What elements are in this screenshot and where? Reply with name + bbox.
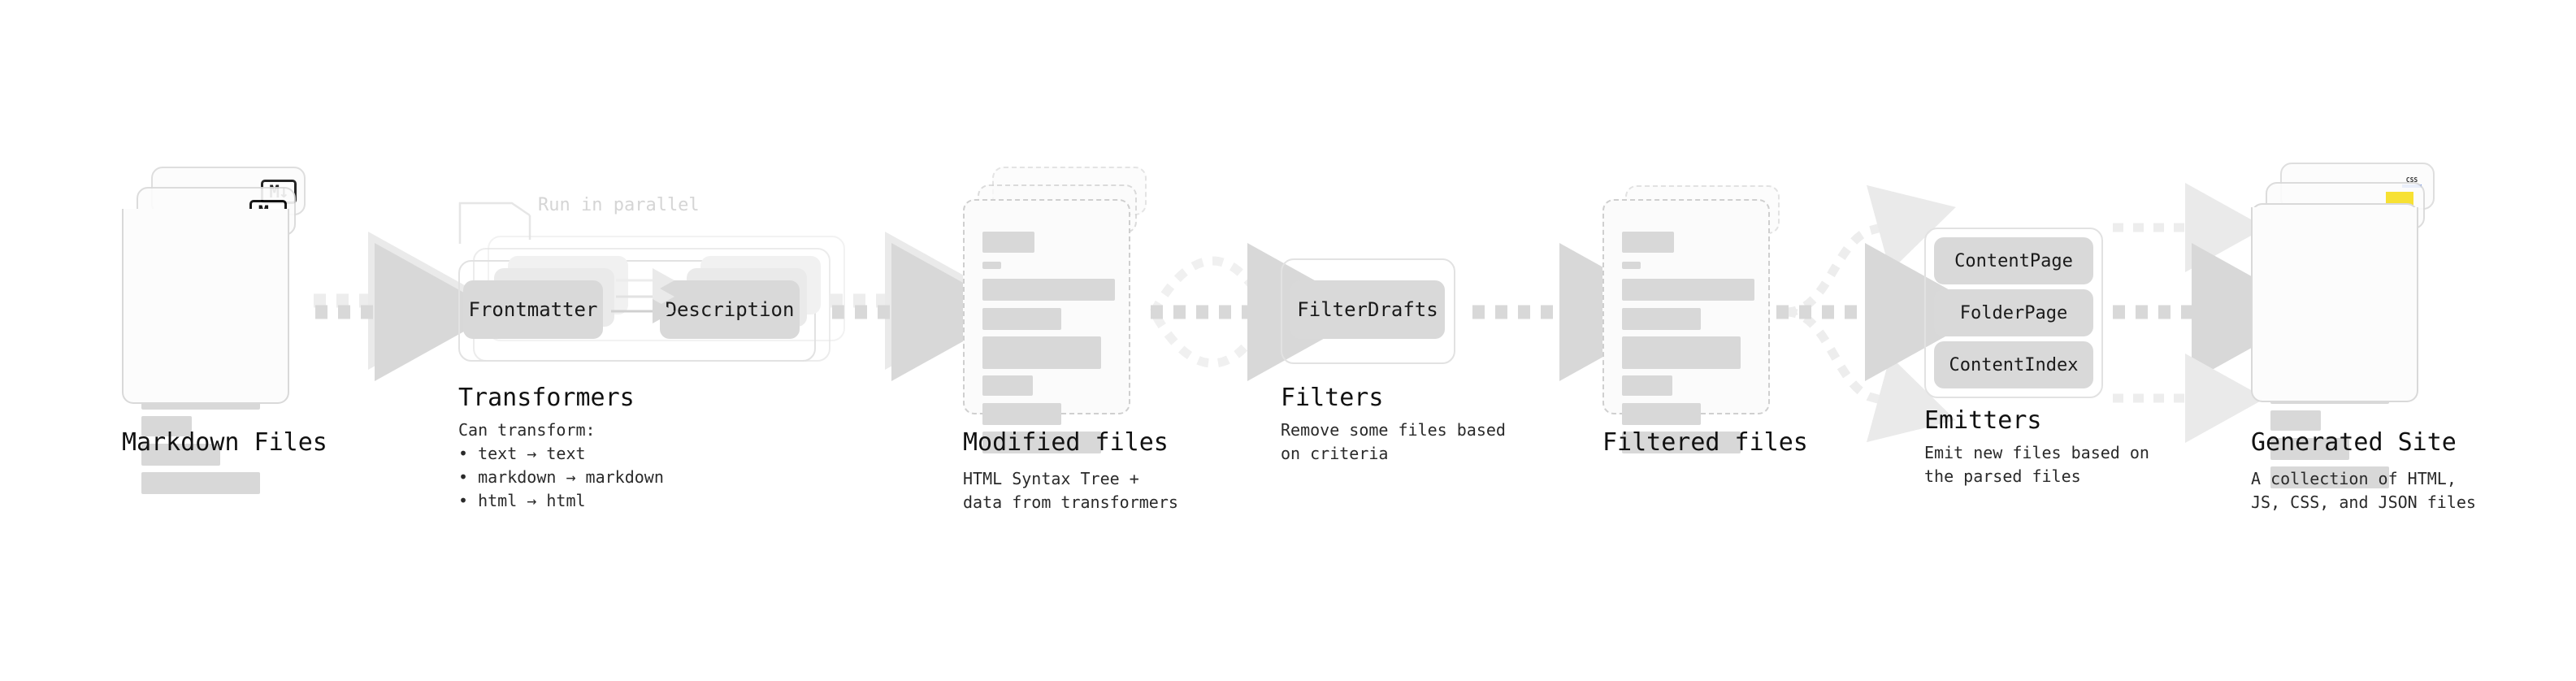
markdown-file-card-front-body [122, 209, 289, 404]
generated-site-subtitle: A collection of HTML, JS, CSS, and JSON … [2251, 469, 2476, 512]
transformers-title: Transformers [458, 384, 635, 412]
arrow-modified-to-filters [1150, 243, 1372, 381]
skeleton-line [982, 403, 1061, 425]
generated-site-title: Generated Site [2251, 428, 2457, 457]
transformers-subtitle: Can transform: • text → text • markdown … [458, 420, 664, 510]
skeleton-line [982, 336, 1101, 369]
svg-text:CSS: CSS [2406, 176, 2418, 184]
arrow-filtered-to-emitters [1776, 184, 1989, 443]
skeleton-line [1622, 279, 1754, 301]
emitter-pill-folderpage[interactable]: FolderPage [1934, 289, 2093, 336]
emitter-pill-contentindex[interactable]: ContentIndex [1934, 341, 2093, 388]
skeleton-line [982, 279, 1115, 301]
modified-files-title: Modified files [963, 428, 1169, 457]
modified-files-subtitle: HTML Syntax Tree + data from transformer… [963, 469, 1178, 512]
markdown-files-title: Markdown Files [122, 428, 327, 457]
skeleton-line [1622, 375, 1672, 396]
skeleton-line [1622, 403, 1701, 425]
skeleton-line [141, 472, 260, 494]
run-in-parallel-note: Run in parallel [538, 195, 700, 215]
filters-box [1281, 258, 1455, 364]
filters-subtitle: Remove some files based on criteria [1281, 420, 1506, 463]
skeleton-title [982, 232, 1034, 253]
skeleton-line [2270, 410, 2321, 431]
emitters-box [1924, 228, 2103, 398]
filtered-files-title: Filtered files [1602, 428, 1808, 457]
filters-title: Filters [1281, 384, 1384, 412]
skeleton-line [1622, 432, 1741, 453]
skeleton-line [141, 444, 220, 466]
skeleton-line [1622, 336, 1741, 369]
skeleton-line [141, 416, 192, 436]
skeleton-title [1622, 232, 1674, 253]
generated-site-card-front-body [2251, 207, 2418, 402]
skeleton-line [2270, 438, 2349, 460]
emitters-title: Emitters [1924, 406, 2042, 435]
emitters-subtitle: Emit new files based on the parsed files [1924, 443, 2149, 486]
filter-pill-filterdrafts[interactable]: FilterDrafts [1290, 280, 1445, 339]
skeleton-line [982, 308, 1061, 330]
transformer-pill-description[interactable]: Description [660, 280, 800, 339]
skeleton-line [2270, 466, 2389, 488]
skeleton-line [1622, 308, 1701, 330]
skeleton-subtitle [1622, 262, 1641, 269]
skeleton-line [982, 432, 1101, 453]
filtered-file-card-front[interactable] [1602, 199, 1770, 453]
emitter-pill-contentpage[interactable]: ContentPage [1934, 237, 2093, 284]
skeleton-subtitle [982, 262, 1001, 269]
arrow-markdown-to-transformers [314, 232, 499, 381]
skeleton-line [982, 375, 1033, 396]
transformer-pill-frontmatter[interactable]: Frontmatter [463, 280, 603, 339]
arrow-emitters-to-site [2113, 183, 2316, 443]
modified-file-card-front[interactable] [963, 199, 1130, 453]
